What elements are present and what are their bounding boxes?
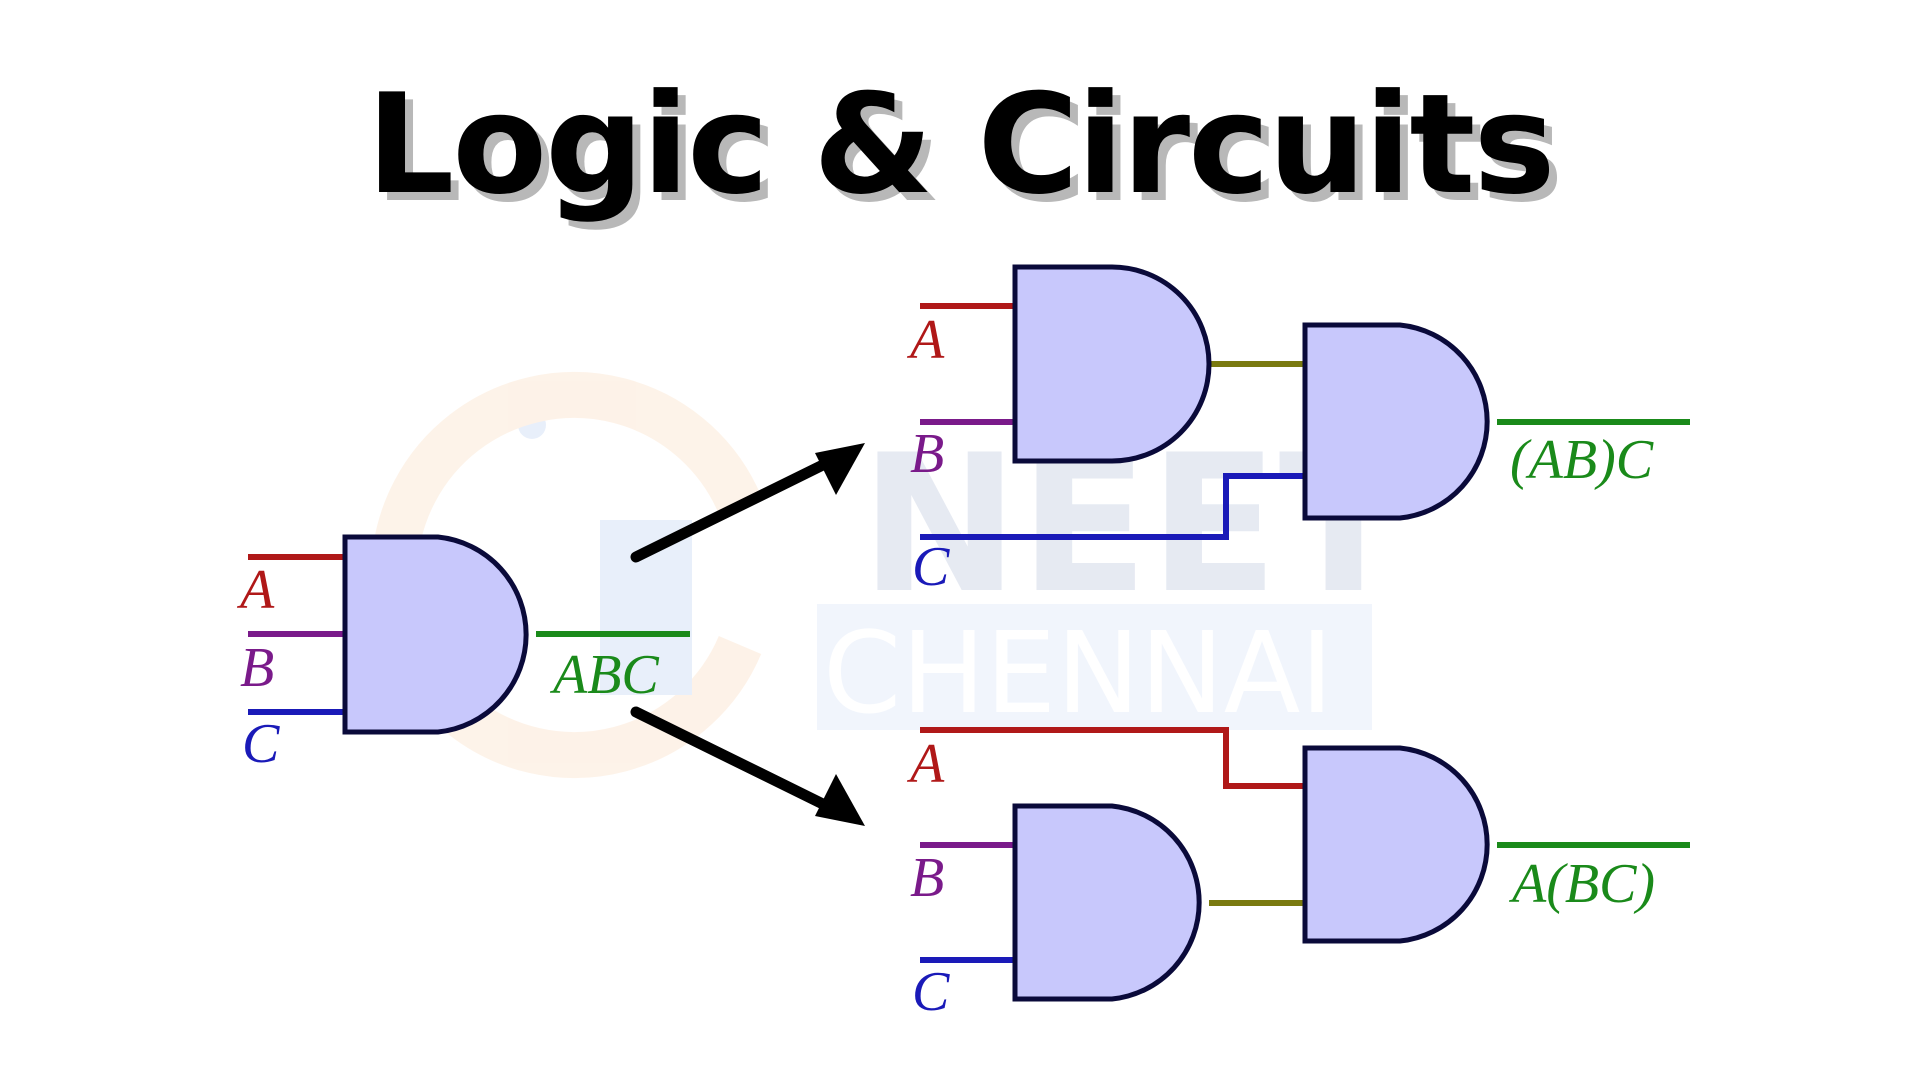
and-gate-first: [1012, 803, 1202, 1002]
output-label: A(BC): [1508, 853, 1655, 915]
output-label: ABC: [549, 644, 659, 706]
label-b: B: [910, 847, 944, 909]
label-c: C: [912, 961, 950, 1023]
arrow-up-shaft: [630, 453, 841, 563]
label-a: A: [906, 733, 945, 795]
output-label: (AB)C: [1510, 429, 1654, 491]
label-c: C: [912, 536, 950, 598]
and-gate-first: [1012, 264, 1212, 464]
top-right-circuit: A B C (AB)C: [906, 264, 1690, 598]
bottom-right-circuit: A B C A(BC): [906, 727, 1690, 1023]
watermark: NEET CHENNAI: [371, 372, 1408, 778]
and-gate-second: [1302, 322, 1490, 521]
left-circuit: A B C ABC: [236, 534, 690, 775]
and-gate: [342, 534, 529, 735]
label-a: A: [906, 309, 945, 371]
watermark-band: [817, 604, 1372, 730]
input-wire-a: [920, 727, 1305, 789]
arrow-down-shaft: [630, 706, 841, 816]
watermark-text-chennai: CHENNAI: [823, 609, 1333, 739]
label-a: A: [236, 559, 275, 621]
page-title: Logic & Circuits: [366, 64, 1555, 225]
arrow-down-head: [815, 774, 865, 826]
input-wire-c: [920, 473, 1305, 540]
and-gate-second: [1302, 745, 1490, 944]
watermark-logo-dot: [518, 411, 546, 439]
label-b: B: [910, 423, 944, 485]
arrows: [630, 443, 865, 826]
arrow-up-head: [815, 443, 865, 495]
label-c: C: [242, 713, 280, 775]
label-b: B: [240, 637, 274, 699]
